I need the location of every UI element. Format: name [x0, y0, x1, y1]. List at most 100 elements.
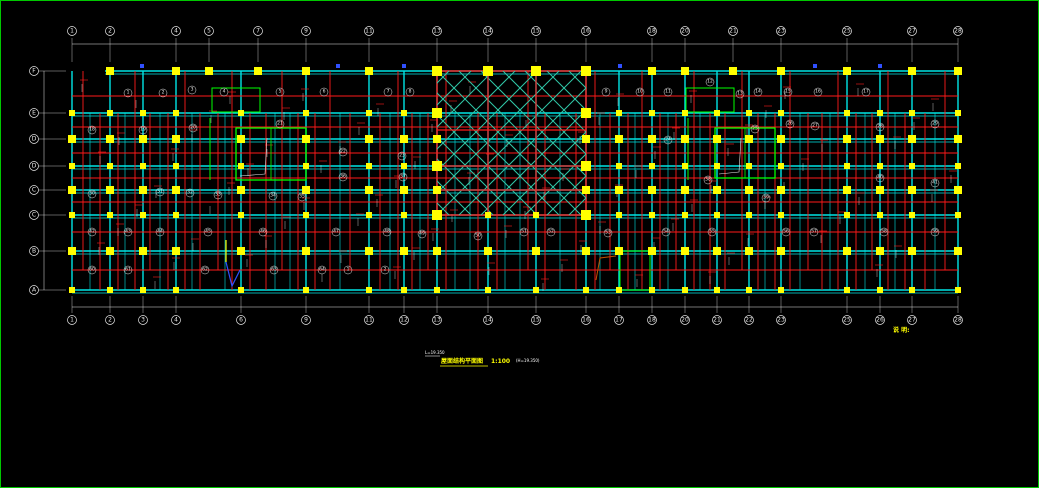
axis-top-label-bubble: [483, 26, 493, 36]
blue-tag: [140, 64, 144, 68]
axis-bottom-label-bubble: [776, 315, 786, 325]
column: [172, 247, 180, 255]
column: [68, 247, 76, 255]
column: [909, 212, 915, 218]
axis-row-label-bubble: [29, 66, 39, 76]
room-number: 29: [932, 121, 938, 127]
axis-top-label: 11: [365, 28, 373, 35]
axis-bottom-label-bubble: [67, 315, 77, 325]
axis-top-label: 13: [433, 28, 441, 35]
axis-bottom-label: 1: [70, 317, 74, 324]
column: [954, 186, 962, 194]
room-number: 27: [812, 123, 818, 129]
lattice-diagonal: [458, 87, 586, 215]
axis-row-label: B: [32, 248, 36, 255]
axis-top-label: 27: [908, 28, 916, 35]
column: [365, 135, 373, 143]
room-circle: [155, 227, 165, 237]
axis-top-label: 25: [843, 28, 851, 35]
lattice-diagonal: [437, 202, 450, 215]
column: [954, 135, 962, 143]
room-number: 8: [409, 89, 412, 95]
column: [877, 163, 883, 169]
column: [400, 135, 408, 143]
column: [433, 135, 441, 143]
room-circle: [753, 87, 763, 97]
axis-bottom-label: 16: [582, 317, 590, 324]
side-note: 说 明:: [893, 326, 910, 334]
axis-bottom-label: 27: [908, 317, 916, 324]
axis-top-label-bubble: [647, 26, 657, 36]
column: [485, 212, 491, 218]
axis-bottom-label: 17: [615, 317, 623, 324]
axis-top-label: 28: [954, 28, 962, 35]
column: [649, 110, 655, 116]
drawing-note: (H=19.350): [516, 358, 540, 363]
room-number: 35: [299, 194, 305, 200]
column: [237, 186, 245, 194]
column: [582, 186, 590, 194]
room-circle: [380, 265, 390, 275]
stair-flight: [239, 137, 268, 177]
axis-bottom-label-bubble: [364, 315, 374, 325]
room-number: 58: [881, 229, 887, 235]
column: [106, 67, 114, 75]
room-number: 62: [202, 267, 208, 273]
axis-top-label: 21: [729, 28, 737, 35]
room-circle: [875, 173, 885, 183]
column: [844, 163, 850, 169]
room-circle: [781, 227, 791, 237]
lattice-diagonal: [502, 131, 586, 215]
room-number: 33: [215, 192, 221, 198]
axis-bottom-label: 4: [174, 317, 178, 324]
axis-top-label-bubble: [842, 26, 852, 36]
room-circle: [930, 227, 940, 237]
axis-bottom-label-bubble: [842, 315, 852, 325]
room-circle: [269, 265, 279, 275]
axis-top-label: 18: [648, 28, 656, 35]
column: [843, 135, 851, 143]
column: [366, 110, 372, 116]
axis-bottom-label: 26: [876, 317, 884, 324]
column: [843, 247, 851, 255]
room-circle: [661, 227, 671, 237]
column: [533, 287, 539, 293]
column: [401, 212, 407, 218]
room-circle: [761, 193, 771, 203]
column: [682, 287, 688, 293]
room-number: 7: [387, 89, 390, 95]
axis-row-label: C: [32, 212, 36, 219]
room-circle: [268, 191, 278, 201]
room-circle: [188, 123, 198, 133]
column: [107, 287, 113, 293]
column: [955, 110, 961, 116]
room-number: 25: [752, 126, 758, 132]
axis-bottom-label-bubble: [712, 315, 722, 325]
axis-row-label-bubble: [29, 246, 39, 256]
axis-top-label: 20: [681, 28, 689, 35]
room-number: 20: [190, 125, 196, 131]
room-circle: [663, 135, 673, 145]
column: [433, 186, 441, 194]
column: [533, 212, 539, 218]
column: [877, 212, 883, 218]
column: [778, 212, 784, 218]
column: [714, 287, 720, 293]
room-number: 16: [815, 89, 821, 95]
lattice-diagonal: [261, 71, 405, 215]
lattice-diagonal: [524, 153, 586, 215]
room-number: 57: [811, 229, 817, 235]
column: [139, 135, 147, 143]
column: [908, 67, 916, 75]
column: [648, 135, 656, 143]
lattice-diagonal: [437, 71, 494, 128]
column: [139, 247, 147, 255]
shaft-outline: [211, 87, 261, 113]
room-circle: [258, 227, 268, 237]
column: [648, 186, 656, 194]
room-number: 6: [323, 89, 326, 95]
room-number: 22: [340, 149, 346, 155]
column: [955, 163, 961, 169]
column: [401, 110, 407, 116]
